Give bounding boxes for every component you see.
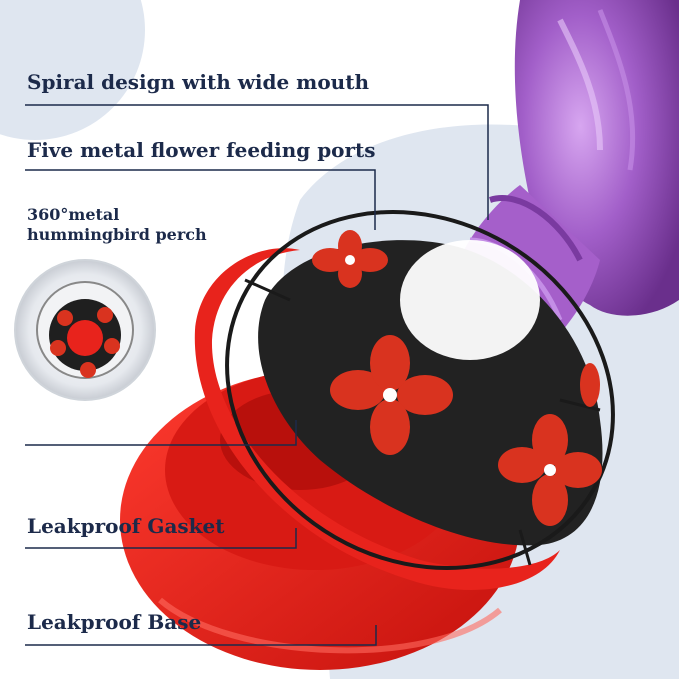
label-base: Leakproof Base [27,610,202,634]
label-perch-line1: 360°metal [27,205,120,224]
label-ports: Five metal flower feeding ports [27,138,376,162]
label-perch-line2: hummingbird perch [27,225,207,244]
callout-line-spiral [25,104,489,220]
flower-port-1 [312,230,388,288]
callout-line-ports [25,169,376,230]
flower-port-4 [580,363,600,407]
flower-port-2 [330,335,453,455]
callout-line-base [25,625,377,646]
red-gasket [194,248,560,591]
callout-line-gasket [25,528,297,549]
flower-port-3 [498,414,602,526]
label-perch: 360°metal hummingbird perch [27,205,207,245]
feeder-top-view-inset [14,259,156,401]
callout-line-perch [25,420,297,446]
label-gasket: Leakproof Gasket [27,514,225,538]
label-spiral: Spiral design with wide mouth [27,70,370,94]
